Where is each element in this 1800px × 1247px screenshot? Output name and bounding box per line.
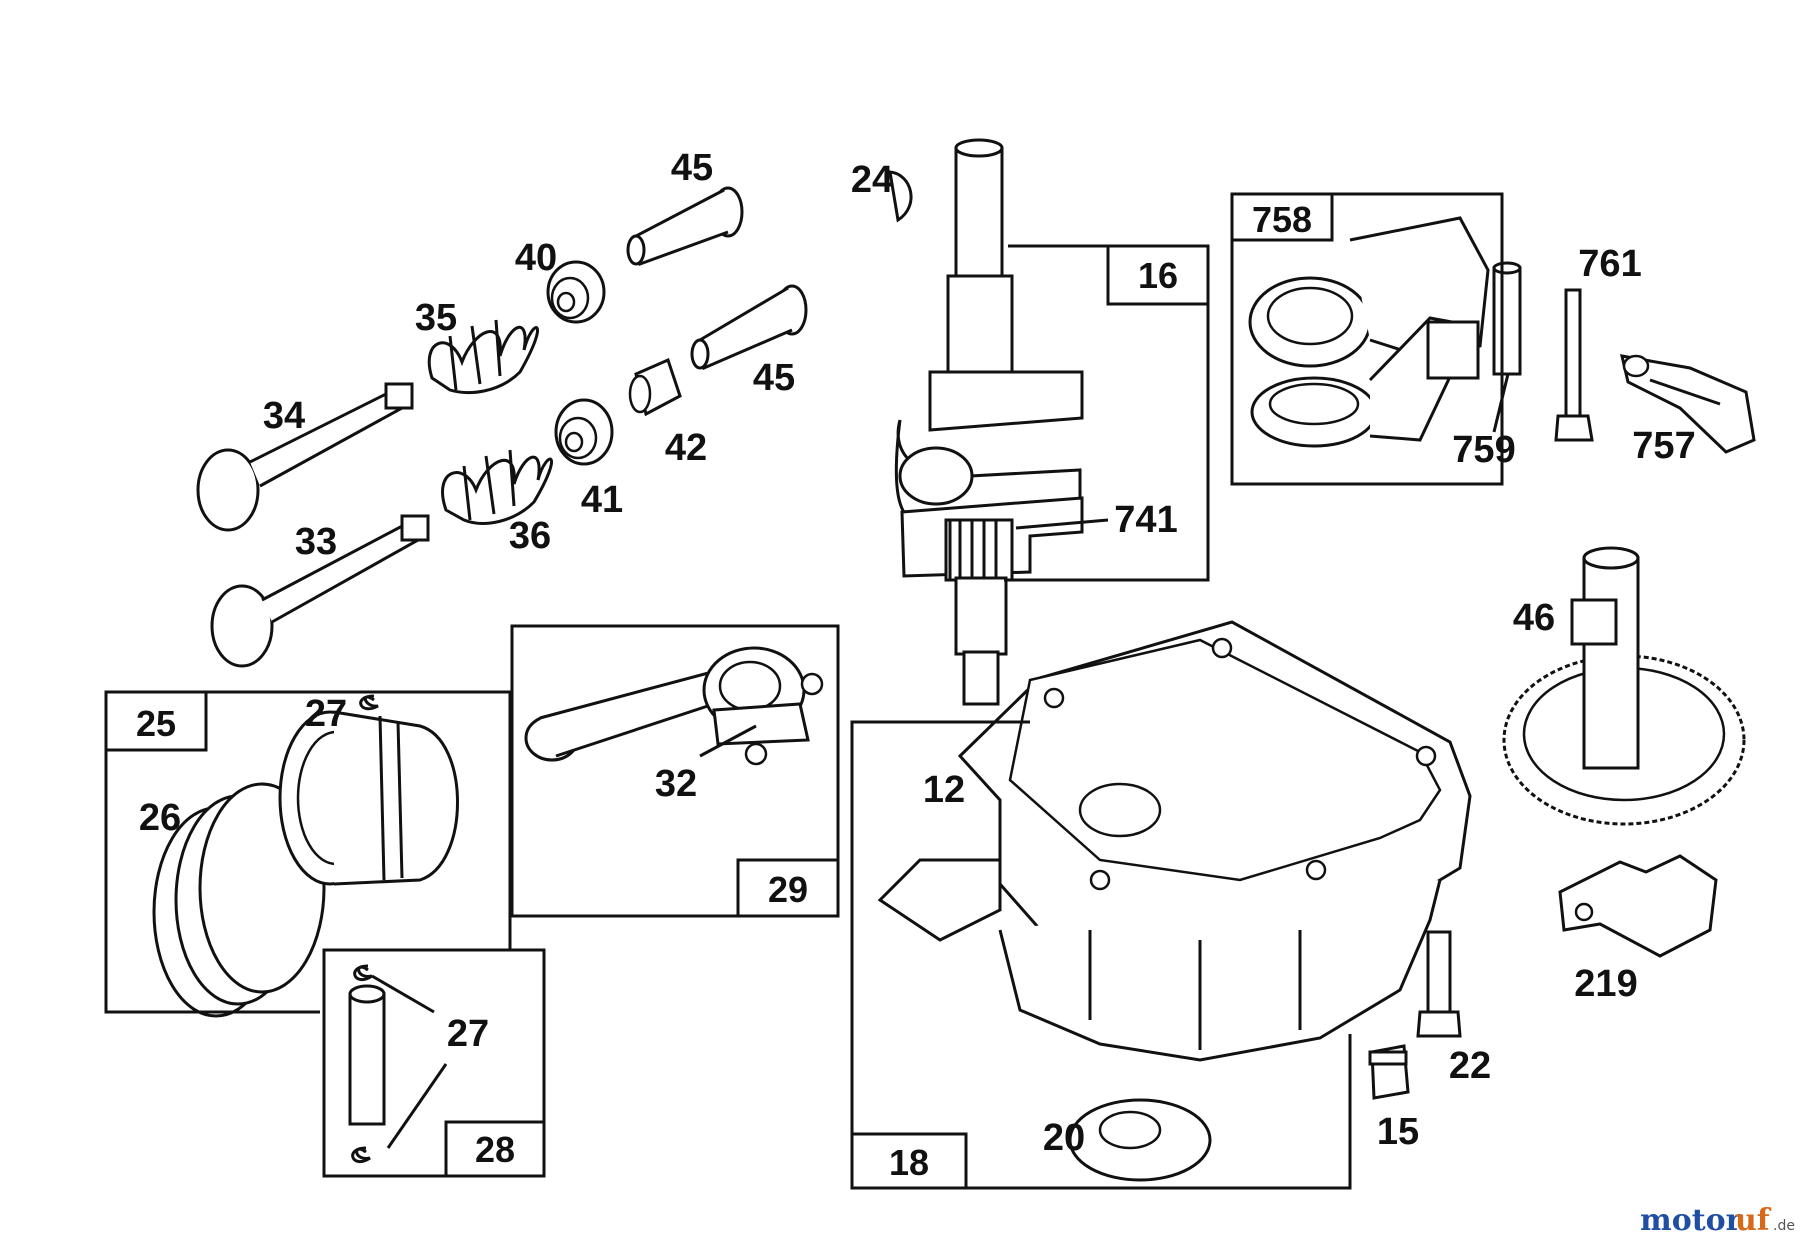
part-label-15: 15: [1377, 1111, 1419, 1153]
governor-219: [1558, 854, 1718, 958]
rod-757: [1620, 354, 1756, 454]
piston-25: [278, 710, 459, 886]
valve-tappet-45-lower: [690, 284, 808, 371]
part-label-759: 759: [1452, 429, 1515, 471]
watermark-uf: uf: [1735, 1203, 1772, 1238]
part-label-33: 33: [295, 521, 337, 563]
plug-15: [1368, 1044, 1410, 1100]
valve-tappet-45-upper: [626, 186, 744, 267]
bolt-22: [1416, 930, 1462, 1038]
box-758: 758: [1230, 192, 1504, 486]
spring-retainer-40: [546, 260, 606, 324]
box-label-29: 29: [768, 869, 808, 910]
watermark-motor: motor: [1640, 1203, 1743, 1238]
watermark-logo: motor uf .de: [1640, 1203, 1795, 1238]
valve-34: [196, 382, 414, 532]
valve-collet-42: [628, 357, 682, 417]
crankshaft-741: [894, 138, 1084, 706]
camshaft-gear-46: [1502, 546, 1746, 826]
part-label-761: 761: [1578, 243, 1641, 285]
box-label-25: 25: [136, 703, 176, 744]
part-label-40: 40: [515, 237, 557, 279]
box-label-16: 16: [1138, 255, 1178, 296]
piston-pin-clip-27: [359, 694, 379, 711]
box-18: 18: [850, 720, 1352, 1190]
box-29: 29: [510, 624, 840, 918]
piston-pin-28: [348, 964, 386, 1164]
leader-lines: [371, 373, 1510, 1149]
connecting-rod-32: [524, 646, 824, 766]
part-label-45-upper: 45: [671, 147, 713, 189]
part-label-36: 36: [509, 515, 551, 557]
box-label-28: 28: [475, 1129, 515, 1170]
watermark-suffix: .de: [1773, 1218, 1795, 1234]
valve-spring-35: [427, 319, 539, 394]
part-label-27-upper: 27: [305, 693, 347, 735]
part-label-26: 26: [139, 797, 181, 839]
box-25: 25: [104, 690, 512, 1014]
dowel-pin-759: [1492, 261, 1522, 376]
connecting-rod-assy-758: [1248, 216, 1490, 448]
part-label-12: 12: [923, 769, 965, 811]
part-label-757: 757: [1632, 425, 1695, 467]
part-label-45-lower: 45: [753, 357, 795, 399]
part-label-219: 219: [1574, 963, 1637, 1005]
box-28: 28: [322, 948, 546, 1178]
valve-spring-36: [441, 449, 553, 525]
part-label-41: 41: [581, 479, 623, 521]
part-label-32: 32: [655, 763, 697, 805]
spring-retainer-41: [554, 398, 614, 466]
part-label-741: 741: [1114, 499, 1177, 541]
oil-seal-20: [1068, 1098, 1212, 1182]
valve-33: [210, 514, 430, 668]
bolt-761: [1554, 288, 1594, 442]
part-label-46: 46: [1513, 597, 1555, 639]
part-label-27-lower: 27: [447, 1013, 489, 1055]
crankcase-12: [877, 620, 1472, 1062]
part-label-22: 22: [1449, 1045, 1491, 1087]
box-16: 16: [1004, 244, 1210, 582]
part-label-34: 34: [263, 395, 305, 437]
part-label-24: 24: [851, 159, 893, 201]
part-label-42: 42: [665, 427, 707, 469]
part-label-20: 20: [1043, 1117, 1085, 1159]
box-label-18: 18: [889, 1142, 929, 1183]
woodruff-key-24: [888, 170, 913, 223]
box-label-758: 758: [1252, 199, 1312, 240]
part-label-35: 35: [415, 297, 457, 339]
